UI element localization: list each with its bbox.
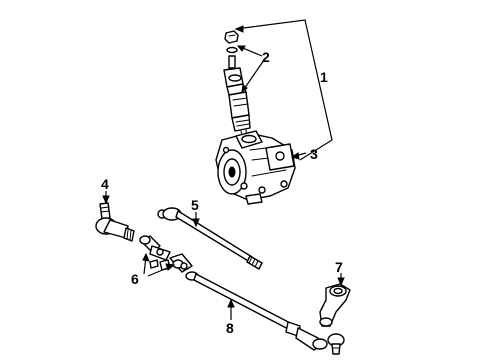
gear-housing-part — [215, 130, 296, 205]
callout-1: 1 — [320, 69, 328, 85]
callout-6: 6 — [131, 271, 139, 287]
pitman-arm-part — [319, 283, 351, 327]
callout-4: 4 — [101, 176, 109, 192]
callout-7: 7 — [335, 259, 343, 275]
callout-5: 5 — [191, 197, 199, 213]
callout-3: 3 — [310, 146, 318, 162]
adjuster-sleeves-part — [139, 235, 193, 273]
center-link-part — [185, 271, 345, 355]
valve-stack-part — [223, 30, 251, 141]
leader-lines — [102, 19, 345, 320]
callout-8: 8 — [226, 320, 234, 336]
outer-tie-rod-end-part — [95, 202, 135, 242]
callout-2: 2 — [262, 49, 270, 65]
